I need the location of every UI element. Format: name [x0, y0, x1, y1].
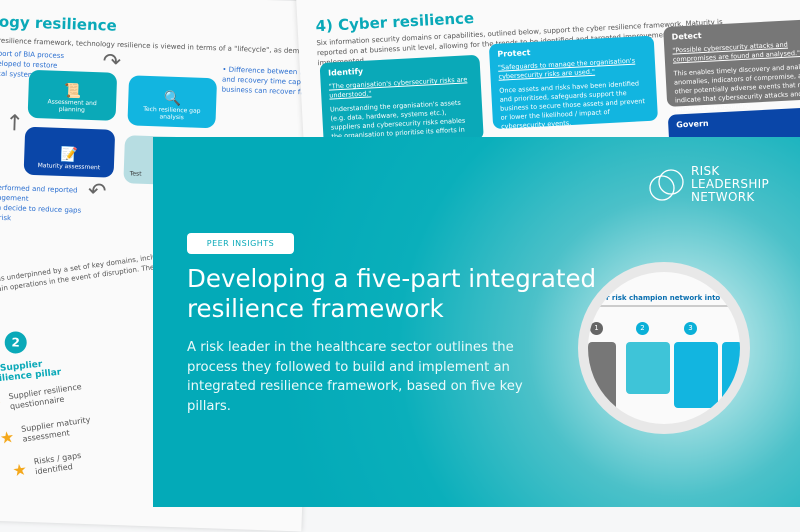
pillar-title: Supplier resilience pillar: [0, 359, 62, 386]
pillar-list: ★Supplier resilience questionnaire ★Supp…: [0, 379, 117, 483]
preview-circle-image: r risk champion network into bu 1 2 3: [578, 262, 750, 434]
preview-step-number: 1: [590, 322, 603, 335]
card-body: Once assets and risks have been identifi…: [499, 79, 646, 131]
domains-paragraph: ce is underpinned by a set of key domain…: [0, 251, 164, 295]
star-icon: ★: [0, 426, 16, 448]
card-body: This enables timely discovery and analys…: [673, 62, 800, 114]
star-icon: ★: [0, 393, 3, 415]
card-label: Test: [129, 170, 142, 178]
preview-step-card: [588, 342, 616, 417]
pillar-number-badge: 2: [4, 331, 28, 354]
logo-text: RISK LEADERSHIP NETWORK: [691, 165, 769, 204]
cycle-arrow-icon: ↶: [87, 178, 107, 205]
note-bottom: performed and reported nagement an decid…: [0, 183, 82, 226]
preview-step-card: [626, 342, 670, 394]
cycle-arrow-icon: ↑: [4, 110, 25, 137]
article-title: Developing a five-part integrated resili…: [187, 264, 597, 323]
pillar-item: ★Risks / gaps identified: [11, 446, 117, 480]
card-title: Identify: [327, 66, 364, 78]
preview-step-number: 2: [636, 322, 649, 335]
pillar-item-label: Supplier resilience questionnaire: [7, 382, 83, 412]
preview-step-card: [722, 342, 740, 402]
card-quote: "The organisation's cybersecurity risks …: [328, 75, 468, 100]
logo-line: LEADERSHIP: [691, 177, 770, 191]
lifecycle-card-maturity: 📝Maturity assessment: [23, 126, 116, 178]
card-title: Detect: [671, 31, 702, 42]
cyber-card-protect: Protect"Safeguards to manage the organis…: [488, 35, 659, 131]
card-title: Govern: [676, 118, 709, 130]
overlapping-circles-logo-icon: [649, 168, 684, 201]
card-quote: "Safeguards to manage the organisation's…: [497, 56, 636, 81]
logo-line: NETWORK: [691, 190, 755, 204]
card-quote: "Possible cybersecurity attacks and comp…: [672, 40, 800, 64]
star-icon: ★: [11, 459, 29, 480]
category-tag[interactable]: PEER INSIGHTS: [187, 233, 294, 254]
lifecycle-card-assessment: 📜Assessment and planning: [27, 69, 118, 121]
pillar-item: ★Supplier resilience questionnaire: [0, 379, 107, 416]
card-label: Tech resilience gap analysis: [143, 105, 201, 122]
section-heading: ogy resilience: [0, 12, 118, 35]
card-label: Assessment and planning: [47, 98, 97, 114]
pillar-item-label: Risks / gaps identified: [33, 450, 82, 477]
card-label: Maturity assessment: [37, 162, 101, 172]
pillar-item-label: Supplier maturity assessment: [20, 415, 92, 444]
preview-heading: r risk champion network into bu: [606, 294, 733, 302]
logo-line: RISK: [691, 164, 720, 178]
pillar-item: ★Supplier maturity assessment: [0, 412, 112, 447]
cyber-card-detect: Detect"Possible cybersecurity attacks an…: [663, 18, 800, 114]
lifecycle-card-gap-analysis: 🔍Tech resilience gap analysis: [127, 75, 218, 129]
cyber-card-identify: Identify"The organisation's cybersecurit…: [319, 54, 484, 150]
note-right: • Difference between re and recovery tim…: [222, 65, 309, 98]
risk-leadership-network-logo: RISK LEADERSHIP NETWORK: [647, 165, 769, 204]
note-line: business can recover fro: [221, 85, 308, 97]
article-description: A risk leader in the healthcare sector o…: [187, 340, 523, 414]
preview-step-card: [674, 342, 718, 408]
preview-step-number: 3: [684, 322, 697, 335]
cycle-arrow-icon: ↷: [102, 49, 122, 75]
preview-text-line: [598, 305, 728, 307]
hero-banner: RISK LEADERSHIP NETWORK PEER INSIGHTS De…: [153, 137, 800, 507]
